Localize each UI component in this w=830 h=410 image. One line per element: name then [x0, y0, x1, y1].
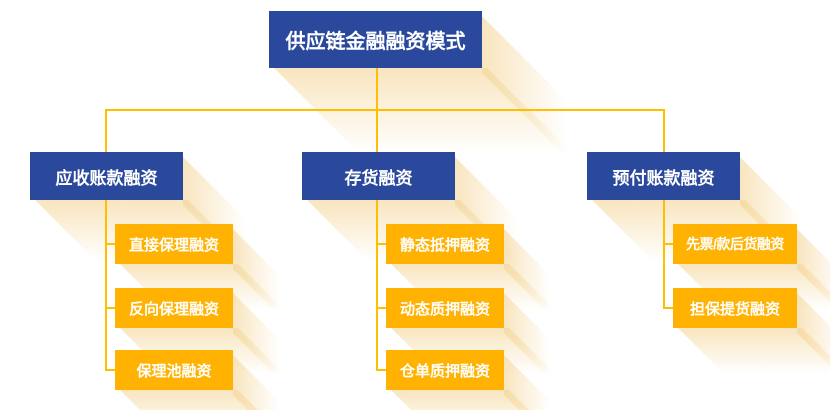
branch-node-accounts-receivable: 应收账款融资 — [30, 152, 183, 200]
connector-h-bar — [105, 109, 665, 111]
connector-spine-left — [105, 200, 107, 370]
connector-stub — [663, 307, 673, 309]
branch-node-prepayment: 预付账款融资 — [587, 152, 740, 200]
connector-stub — [376, 307, 386, 309]
connector-spine-right — [663, 200, 665, 308]
connector-root-stem — [376, 68, 378, 111]
child-node-label: 先票/款后货融资 — [686, 236, 784, 252]
child-node-bill-first-goods-later: 先票/款后货融资 — [673, 224, 797, 264]
child-node-label: 保理池融资 — [136, 362, 212, 380]
child-node-reverse-factoring: 反向保理融资 — [115, 288, 233, 328]
root-node-label: 供应链金融融资模式 — [285, 31, 466, 53]
child-node-guaranteed-delivery: 担保提货融资 — [673, 288, 797, 328]
branch-node-inventory: 存货融资 — [302, 152, 455, 200]
child-node-label: 静态抵押融资 — [399, 236, 490, 254]
root-node-supply-chain-finance: 供应链金融融资模式 — [269, 11, 482, 68]
branch-node-label: 存货融资 — [344, 168, 413, 188]
branch-node-label: 预付账款融资 — [612, 168, 715, 188]
child-node-static-mortgage: 静态抵押融资 — [386, 224, 504, 264]
child-node-label: 反向保理融资 — [128, 300, 219, 318]
connector-stub — [105, 243, 115, 245]
connector-drop-mid — [376, 109, 378, 152]
connector-spine-mid — [376, 200, 378, 370]
child-node-warehouse-receipt-pledge: 仓单质押融资 — [386, 350, 504, 390]
connector-stub — [663, 243, 673, 245]
child-node-dynamic-pledge: 动态质押融资 — [386, 288, 504, 328]
connector-stub — [105, 307, 115, 309]
connector-stub — [376, 243, 386, 245]
child-node-factoring-pool: 保理池融资 — [115, 350, 233, 390]
child-node-label: 动态质押融资 — [399, 300, 490, 318]
child-node-label: 直接保理融资 — [128, 236, 219, 254]
branch-node-label: 应收账款融资 — [55, 168, 158, 188]
child-node-label: 仓单质押融资 — [399, 362, 490, 380]
child-node-label: 担保提货融资 — [689, 300, 780, 318]
connector-stub — [376, 369, 386, 371]
child-node-direct-factoring: 直接保理融资 — [115, 224, 233, 264]
connector-stub — [105, 369, 115, 371]
connector-drop-left — [105, 109, 107, 152]
connector-drop-right — [663, 109, 665, 152]
